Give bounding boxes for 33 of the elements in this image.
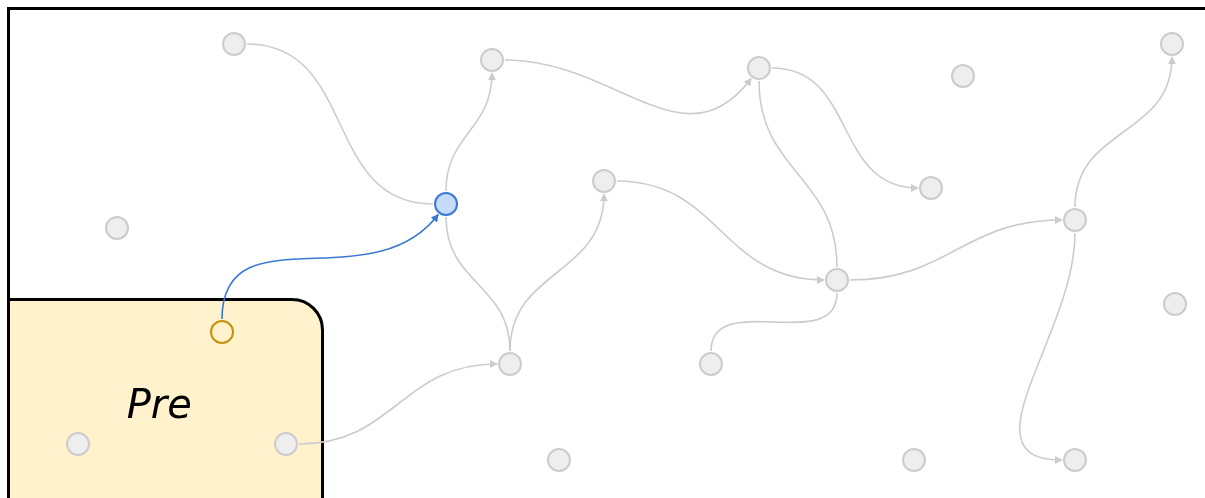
connector-arrow xyxy=(849,216,1063,281)
connector-arrow xyxy=(771,67,919,192)
node-circle xyxy=(222,32,246,56)
node-circle xyxy=(274,432,298,456)
node-circle xyxy=(919,176,943,200)
node-circle xyxy=(498,352,522,376)
source-node-circle xyxy=(210,320,234,344)
node-circle xyxy=(105,216,129,240)
node-circle xyxy=(747,56,771,80)
connector-arrow xyxy=(445,72,496,192)
node-circle xyxy=(951,64,975,88)
connector-arrow xyxy=(1074,56,1176,208)
node-circle xyxy=(902,448,926,472)
node-circle xyxy=(1160,32,1184,56)
frame-box xyxy=(7,7,1205,498)
node-circle xyxy=(825,268,849,292)
node-circle xyxy=(480,48,504,72)
connector-arrow xyxy=(616,180,825,284)
region-label: Pre xyxy=(126,380,192,427)
highlighted-node-circle xyxy=(434,192,458,216)
node-circle xyxy=(547,448,571,472)
connector-arrow xyxy=(221,213,439,320)
connector-arrow xyxy=(509,193,608,352)
connector-arrow xyxy=(504,59,752,114)
node-circle xyxy=(1163,292,1187,316)
node-circle xyxy=(1063,448,1087,472)
connector-arrow xyxy=(298,360,498,445)
region-box xyxy=(7,298,324,498)
node-circle xyxy=(699,352,723,376)
node-circle xyxy=(592,169,616,193)
connector-arrow xyxy=(1019,232,1076,464)
node-circle xyxy=(66,432,90,456)
node-circle xyxy=(1063,208,1087,232)
